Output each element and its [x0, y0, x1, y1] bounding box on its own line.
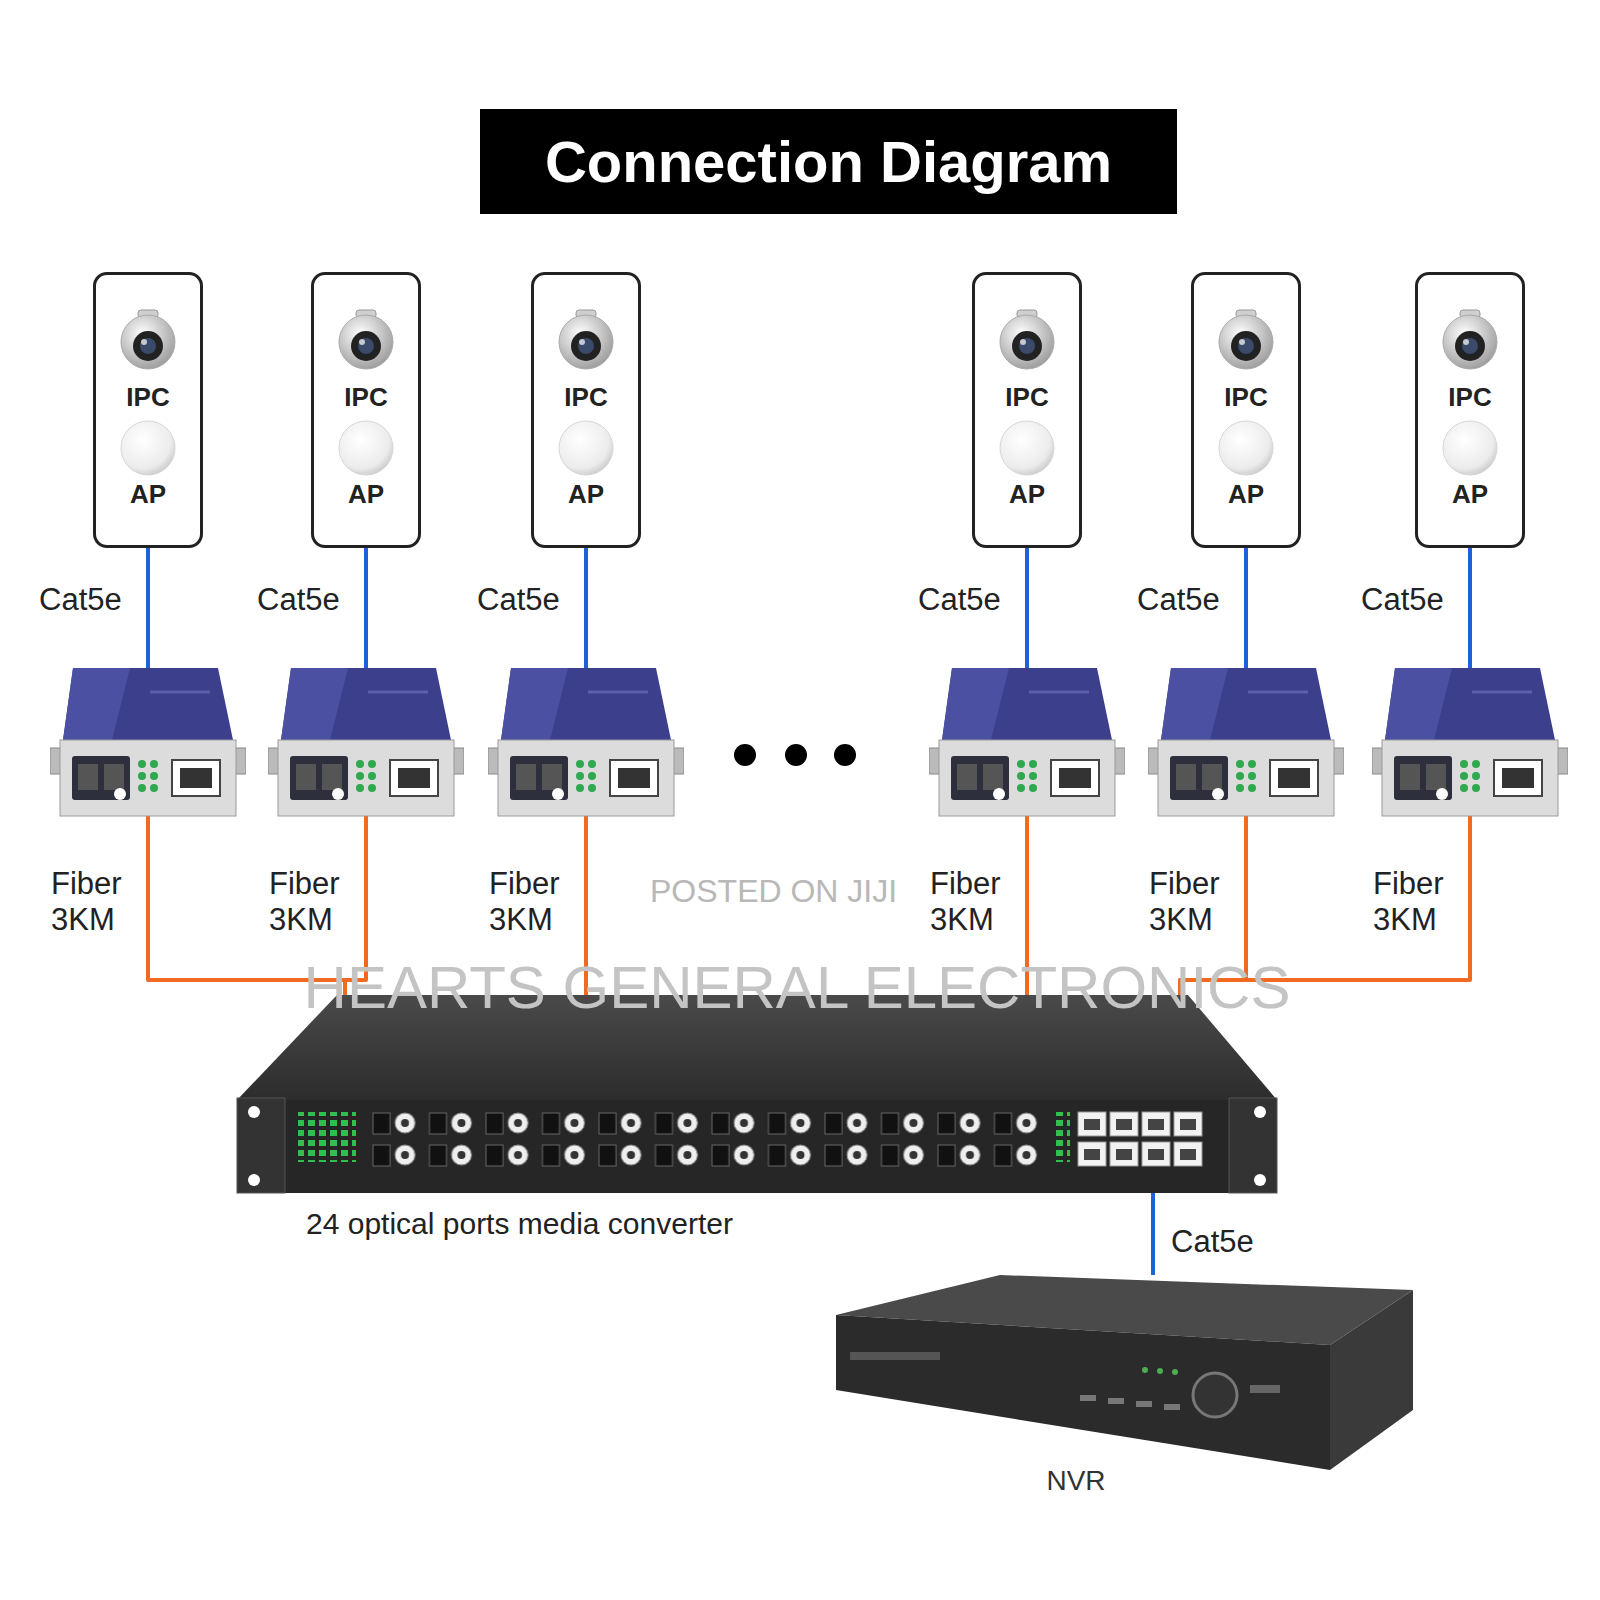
dot: [785, 744, 807, 766]
title: Connection Diagram: [545, 128, 1112, 195]
device-label: IPC: [1448, 383, 1491, 413]
nvr-front: [836, 1315, 1330, 1470]
ap-icon: [1000, 421, 1054, 475]
nvr-button: [1080, 1395, 1096, 1401]
cable-label: Cat5e: [477, 581, 560, 618]
nvr-usb: [1250, 1385, 1280, 1393]
device-label: AP: [1228, 480, 1264, 510]
device-label: IPC: [1224, 383, 1267, 413]
nvr-led: [1142, 1367, 1148, 1373]
rack-converter-illustration: [237, 995, 1277, 1193]
access-point-icons: [121, 421, 1497, 475]
device-label: AP: [130, 480, 166, 510]
fiber-label: Fiber 3KM: [930, 866, 1001, 937]
watermark: HEARTS GENERAL ELECTRONICS: [304, 952, 1291, 1024]
media-converters: [50, 668, 1568, 816]
rack-converter: 24 optical ports media converter: [237, 995, 1277, 1193]
device-label: AP: [1009, 480, 1045, 510]
led-grid: [298, 1112, 356, 1162]
camera-icon: [1219, 310, 1273, 369]
nvr-led: [1172, 1369, 1178, 1375]
node-label: NVR: [1046, 1465, 1105, 1497]
fiber-label: Fiber 3KM: [1149, 866, 1220, 937]
camera-icon: [121, 310, 175, 369]
fiber-label: Fiber 3KM: [1373, 866, 1444, 937]
camera-icons: [121, 310, 1497, 369]
media-converter: [1372, 668, 1568, 816]
device-box: IPC AP: [972, 272, 1082, 548]
device-box: IPC AP: [531, 272, 641, 548]
nvr-badge: [850, 1352, 940, 1360]
cable-label: Cat5e: [257, 581, 340, 618]
rack-ear: [1229, 1098, 1277, 1193]
camera-icon: [339, 310, 393, 369]
nvr-led: [1157, 1368, 1163, 1374]
ap-icon: [1219, 421, 1273, 475]
fiber-label: Fiber 3KM: [51, 866, 122, 937]
device-label: AP: [568, 480, 604, 510]
led-grid: [1056, 1112, 1070, 1162]
watermark: POSTED ON JIJI: [650, 872, 897, 910]
cable-label: Cat5e: [1361, 581, 1444, 618]
fiber-label: Fiber 3KM: [489, 866, 560, 937]
nvr-button: [1108, 1398, 1124, 1404]
device-label: AP: [348, 480, 384, 510]
dot: [834, 744, 856, 766]
device-box: IPC AP: [311, 272, 421, 548]
fiber-label: Fiber 3KM: [269, 866, 340, 937]
rack-front: [237, 1100, 1277, 1193]
media-converter: [488, 668, 684, 816]
cable-label: Cat5e: [918, 581, 1001, 618]
ap-icon: [1443, 421, 1497, 475]
device-box: IPC AP: [1191, 272, 1301, 548]
device-box: IPC AP: [1415, 272, 1525, 548]
node-label: 24 optical ports media converter: [306, 1207, 733, 1242]
ap-icon: [339, 421, 393, 475]
nvr-box: NVR: [836, 1275, 1413, 1470]
rj45-ports: [1076, 1110, 1204, 1170]
media-converter: [50, 668, 246, 816]
device-label: IPC: [564, 383, 607, 413]
mount-hole: [1254, 1174, 1266, 1186]
nvr-button: [1136, 1401, 1152, 1407]
media-converter: [268, 668, 464, 816]
nvr-illustration: [836, 1275, 1413, 1470]
mount-hole: [248, 1106, 260, 1118]
rack-ear: [237, 1098, 285, 1193]
mount-hole: [248, 1174, 260, 1186]
device-label: IPC: [344, 383, 387, 413]
device-label: IPC: [126, 383, 169, 413]
device-box: IPC AP: [93, 272, 203, 548]
title-banner: Connection Diagram: [480, 109, 1177, 214]
cable-label: Cat5e: [1167, 1223, 1258, 1260]
device-label: AP: [1452, 480, 1488, 510]
mount-hole: [1254, 1106, 1266, 1118]
dot: [734, 744, 756, 766]
media-converter: [929, 668, 1125, 816]
media-converter: [1148, 668, 1344, 816]
ap-icon: [121, 421, 175, 475]
ellipsis-dots: [734, 744, 856, 766]
cable-label: Cat5e: [1137, 581, 1220, 618]
nvr-dial: [1193, 1373, 1237, 1417]
optical-ports: [372, 1108, 1050, 1172]
nvr-button: [1164, 1404, 1180, 1410]
camera-icon: [1443, 310, 1497, 369]
camera-icon: [559, 310, 613, 369]
camera-icon: [1000, 310, 1054, 369]
ap-icon: [559, 421, 613, 475]
ethernet-cable: [1151, 1193, 1155, 1275]
cable-label: Cat5e: [39, 581, 122, 618]
nvr-side: [1330, 1290, 1413, 1470]
device-label: IPC: [1005, 383, 1048, 413]
